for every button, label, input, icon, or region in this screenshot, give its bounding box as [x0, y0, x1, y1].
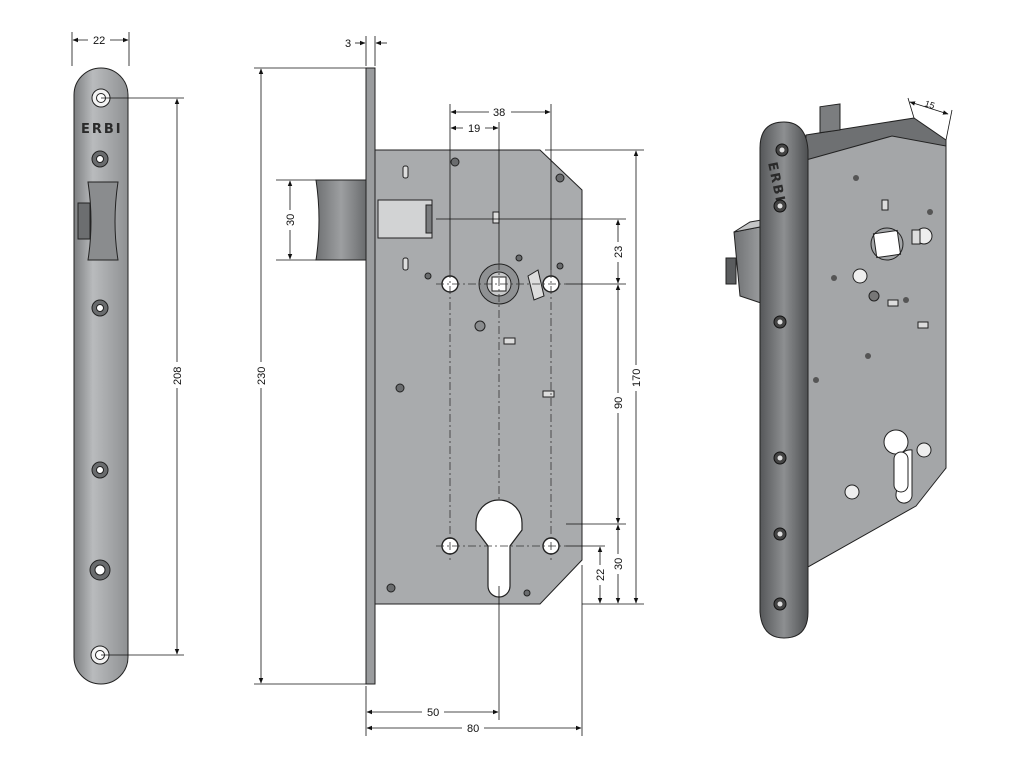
faceplate-screw-hole	[91, 299, 109, 317]
latch-bolt	[315, 179, 367, 261]
faceplate-screw-hole	[91, 150, 109, 168]
dimension-backset: 50 80	[365, 565, 583, 736]
iso-case-details	[813, 103, 933, 504]
dimension-latch-height: 30	[276, 179, 316, 261]
lock-side-view	[315, 67, 583, 685]
dimension-label: 230	[256, 367, 268, 385]
dimension-label: 90	[613, 397, 625, 409]
dimension-label: 30	[613, 558, 625, 570]
iso-faceplate: ERBI	[759, 121, 809, 639]
faceplate-screw-hole	[89, 559, 111, 581]
dimension-label: 208	[172, 367, 184, 385]
dimension-label: 23	[613, 246, 625, 258]
dimension-label: 22	[595, 569, 607, 581]
dimension-label: 30	[285, 214, 297, 226]
dimension-iso-thickness: 15	[907, 97, 953, 141]
dimension-faceplate-width: 22	[71, 32, 130, 66]
dimension-label: 170	[631, 369, 643, 387]
dimension-label: 15	[923, 98, 936, 111]
dimension-label: 80	[467, 723, 479, 735]
dimension-overall-height: 230	[254, 67, 366, 685]
small-rivets	[386, 157, 565, 597]
dimension-screw-span: 208	[101, 97, 184, 656]
lock-isometric-view: ERBI	[725, 103, 947, 639]
faceplate-front-view: ERBI	[73, 67, 129, 685]
dimension-19: 19	[450, 121, 500, 262]
dimension-label: 22	[93, 35, 105, 47]
faceplate-screw-hole	[91, 461, 109, 479]
latch-opening	[77, 181, 119, 261]
dimension-label: 38	[493, 107, 505, 119]
dimension-label: 3	[345, 38, 351, 50]
dimension-38: 38	[449, 104, 552, 270]
brand-logo: ERBI	[81, 122, 123, 137]
centerlines	[436, 262, 566, 560]
latch-mechanism	[377, 199, 433, 239]
dimension-label: 50	[427, 707, 439, 719]
dimension-plate-thickness: 3	[345, 36, 387, 66]
dimension-label: 19	[468, 123, 480, 135]
